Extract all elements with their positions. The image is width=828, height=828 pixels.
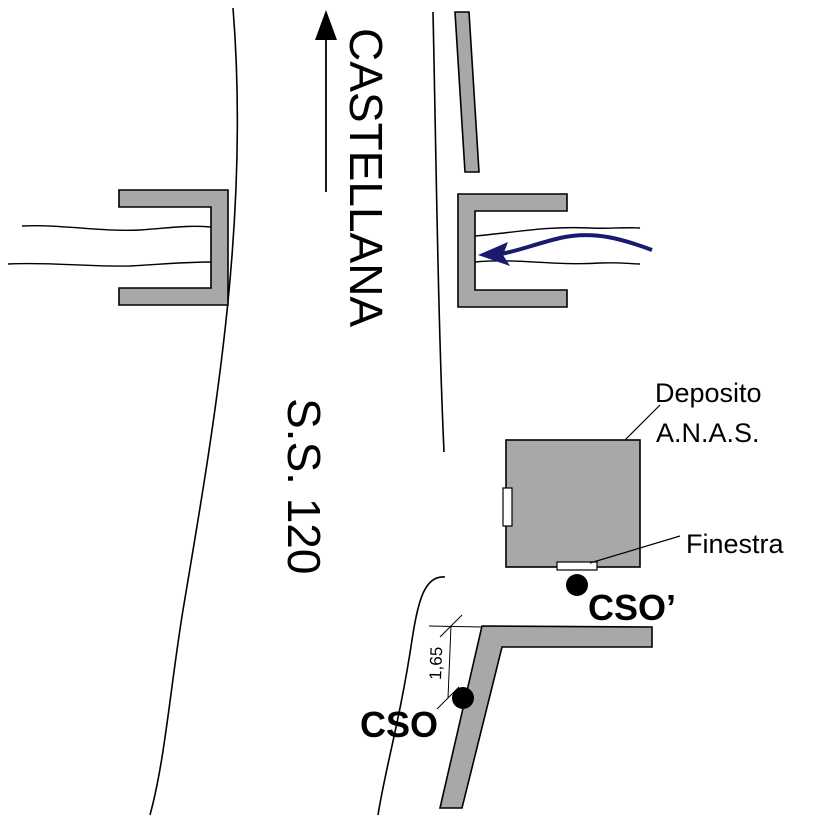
right-culvert	[457, 193, 568, 308]
arrow-up-icon	[315, 10, 337, 192]
right-stream-bank-upper	[474, 226, 641, 237]
window-leader-line	[589, 535, 681, 564]
distance-label: 1,65	[426, 646, 446, 680]
building-window	[556, 561, 598, 571]
curved-arrow-left-icon	[478, 233, 653, 266]
road-right-edge-lower	[377, 576, 446, 816]
left-culvert	[118, 189, 229, 306]
cso-prime-point-icon	[566, 574, 588, 596]
cso-point-icon	[452, 687, 474, 709]
deposit-label-line2: A.N.A.S.	[656, 418, 760, 448]
cso-label: CSO	[360, 704, 438, 745]
left-stream-bank-lower	[7, 261, 212, 267]
right-stream-bank-lower	[474, 260, 641, 265]
road-right-edge-upper	[432, 11, 445, 453]
lower-wall	[438, 625, 653, 809]
curved-wall	[454, 11, 480, 173]
deposit-label-line1: Deposito	[655, 378, 762, 408]
building-door	[502, 487, 513, 527]
left-stream-bank-upper	[21, 224, 212, 232]
deposit-leader-line	[624, 404, 661, 441]
window-label: Finestra	[686, 529, 785, 559]
deposit-building	[505, 439, 641, 568]
cso-prime-label: CSO’	[588, 587, 676, 628]
distance-dimension: 1,65	[426, 614, 483, 710]
road-left-edge	[149, 7, 239, 816]
highway-label: S.S. 120	[278, 398, 330, 574]
road-name-label: CASTELLANA	[340, 28, 392, 327]
